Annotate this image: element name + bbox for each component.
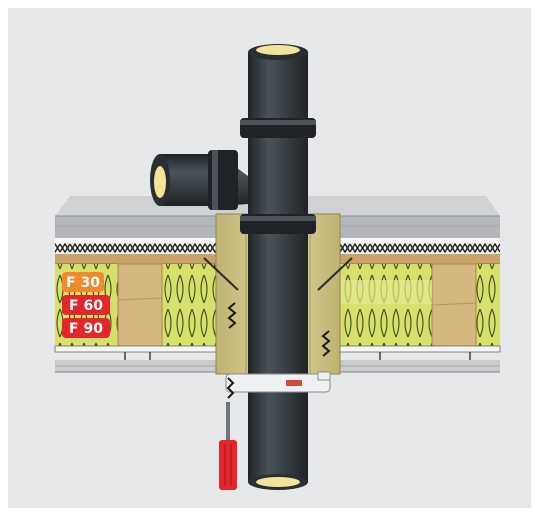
vertical-pipe: [240, 44, 316, 490]
pipe-tee-icon: [150, 150, 248, 210]
fire-rating-f60: F 60: [62, 295, 110, 315]
fire-rating-f30-label: F 30: [66, 275, 100, 291]
screwdriver-icon: [219, 377, 237, 490]
timber-joist-icon: [117, 263, 163, 347]
fire-rating-f90: F 90: [62, 318, 110, 338]
fire-rating-f30: F 30: [62, 272, 104, 292]
fire-rating-f90-label: F 90: [69, 321, 103, 337]
collar-band: [225, 371, 331, 393]
fire-rating-f60-label: F 60: [69, 298, 103, 314]
fire-rating-badges: F 30 F 60 F 90: [62, 272, 110, 338]
